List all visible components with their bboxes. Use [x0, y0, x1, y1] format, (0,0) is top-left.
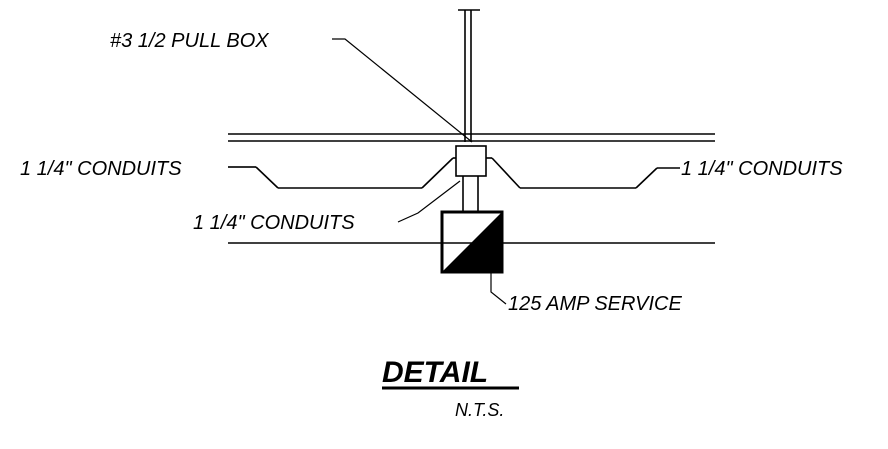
service-leader	[490, 272, 507, 305]
detail-scale: N.T.S.	[455, 400, 504, 420]
conduits-lower-label: 1 1/4" CONDUITS	[193, 212, 355, 234]
pull-box-leader	[332, 38, 473, 143]
conduits-left-label: 1 1/4" CONDUITS	[20, 158, 182, 180]
service-box	[440, 210, 504, 274]
left-conduit-lines	[228, 157, 456, 189]
service-pole	[458, 9, 480, 142]
conduits-lower-leader	[397, 180, 461, 223]
pull-box	[455, 145, 487, 177]
service-label: 125 AMP SERVICE	[508, 293, 682, 315]
conduits-right-label: 1 1/4" CONDUITS	[681, 158, 843, 180]
detail-title: DETAIL	[382, 356, 488, 389]
vertical-conduits	[462, 176, 479, 212]
right-conduit-lines	[486, 157, 680, 189]
pull-box-label: #3 1/2 PULL BOX	[110, 30, 269, 52]
